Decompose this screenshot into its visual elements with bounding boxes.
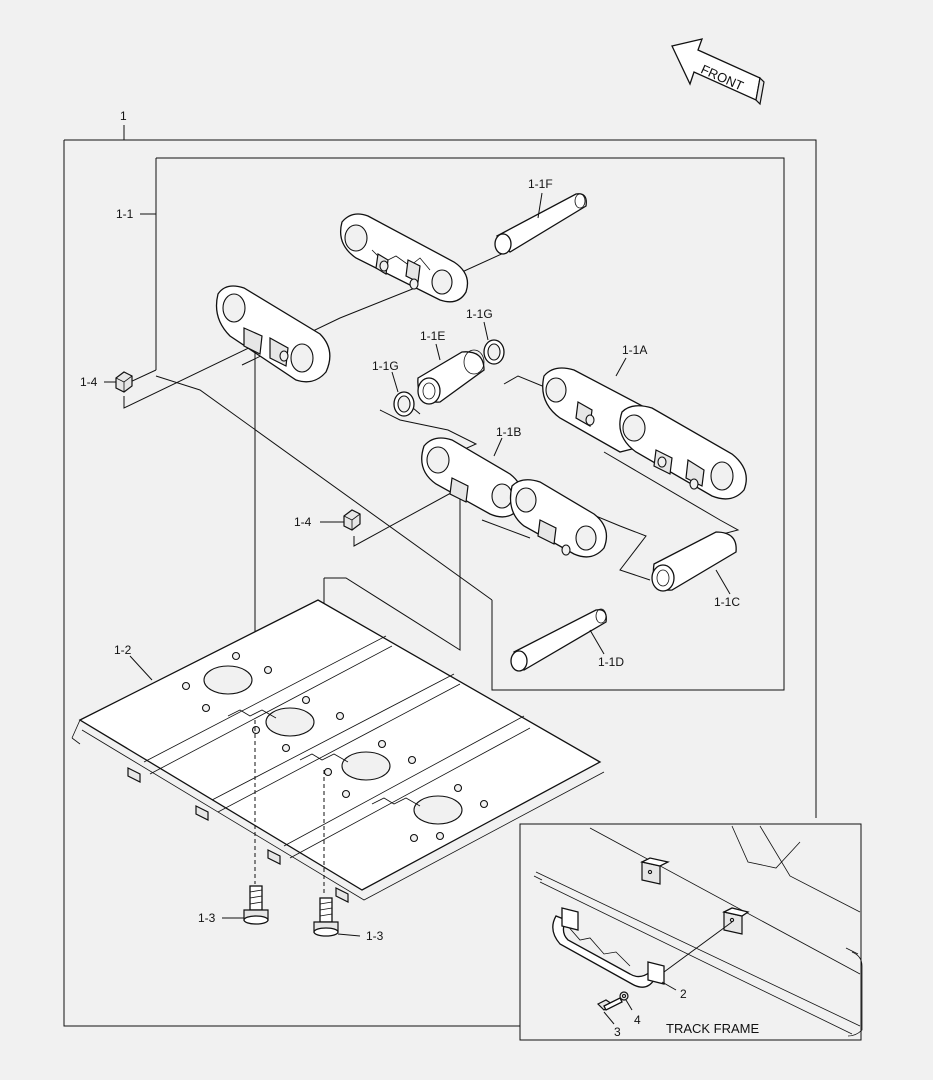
label-washer: 4 xyxy=(634,1013,641,1027)
track-link-1-1a: 1-1A xyxy=(542,343,747,500)
label-bolt-left: 1-3 xyxy=(198,911,216,925)
front-direction-arrow: FRONT xyxy=(671,38,765,106)
bolt-1-3-right: 1-3 xyxy=(313,897,384,943)
label-bushing-c: 1-1C xyxy=(714,595,740,609)
label-bushing-e: 1-1E xyxy=(420,329,445,343)
track-link-1-1b: 1-1B xyxy=(421,425,608,558)
pin-1-1d: 1-1D xyxy=(510,608,624,672)
track-shoe-1-2: 1-2 xyxy=(71,599,605,903)
bushing-1-1e: 1-1E xyxy=(417,329,485,405)
bushing-1-1c: 1-1C xyxy=(651,531,740,609)
label-link-b: 1-1B xyxy=(496,425,521,439)
assembly-frame xyxy=(63,139,817,1027)
label-guard: 2 xyxy=(680,987,687,1001)
pin-1-1f: 1-1F xyxy=(494,177,587,255)
seal-1-1g-left: 1-1G xyxy=(372,359,415,417)
label-nut-top: 1-4 xyxy=(80,375,98,389)
bolt-1-3-left: 1-3 xyxy=(198,885,269,925)
label-seal-g-top: 1-1G xyxy=(466,307,493,321)
label-nut-mid: 1-4 xyxy=(294,515,312,529)
label-assembly: 1 xyxy=(120,109,127,123)
label-pin-f: 1-1F xyxy=(528,177,553,191)
link-assy-frame xyxy=(156,157,785,691)
nut-1-4-top: 1-4 xyxy=(80,371,133,393)
label-link-a: 1-1A xyxy=(622,343,647,357)
inset-caption: TRACK FRAME xyxy=(666,1021,760,1036)
seal-1-1g-top: 1-1G xyxy=(466,307,505,365)
track-link-upper xyxy=(339,213,469,303)
track-link-left xyxy=(215,285,331,383)
label-pin-d: 1-1D xyxy=(598,655,624,669)
label-seal-g-left: 1-1G xyxy=(372,359,399,373)
label-bolt-right: 1-3 xyxy=(366,929,384,943)
label-link-assy: 1-1 xyxy=(116,207,134,221)
label-shoe: 1-2 xyxy=(114,643,132,657)
track-frame-inset: 2 4 3 TRACK FRAME xyxy=(519,823,863,1041)
nut-1-4-mid: 1-4 xyxy=(294,509,361,531)
label-screw: 3 xyxy=(614,1025,621,1039)
